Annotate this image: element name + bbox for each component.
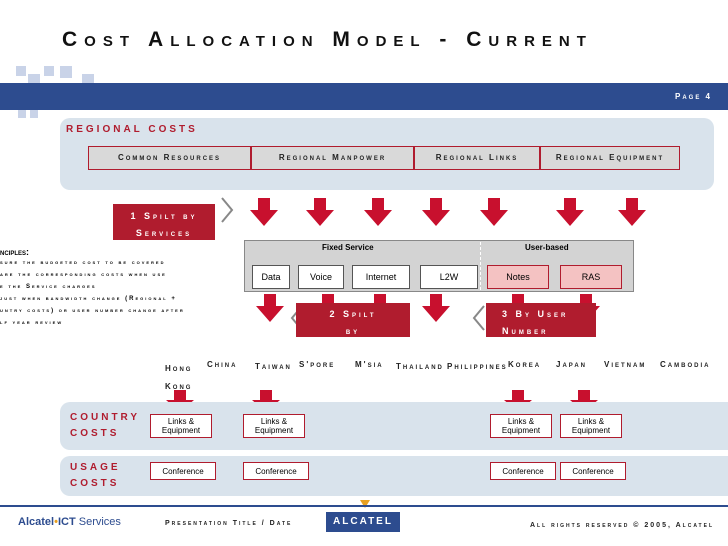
service-internet: Internet <box>352 265 410 289</box>
brand-alcatel: Alcatel <box>18 516 55 528</box>
principle-line: just when bandwidth change (Regional + <box>0 296 177 302</box>
regional-item-common-resources: Common Resources <box>88 146 251 170</box>
principle-line: e the Service charges <box>0 284 97 290</box>
user-based-label: User-based <box>525 243 569 252</box>
conference-taiwan: Conference <box>243 462 309 480</box>
links-equipment-japan: Links & Equipment <box>560 414 622 438</box>
fixed-service-label: Fixed Service <box>322 243 374 252</box>
page-title: Cost Allocation Model - Current <box>62 28 593 51</box>
service-l2w: L2W <box>420 265 478 289</box>
country-singapore: S'pore <box>299 360 336 369</box>
alcatel-ict-logo: Alcatel•ICT Services <box>18 516 121 528</box>
country-vietnam: Vietnam <box>604 360 647 369</box>
header-bar <box>0 83 728 110</box>
links-equipment-hong-kong: Links & Equipment <box>150 414 212 438</box>
presentation-title-date: Presentation Title / Date <box>165 520 293 527</box>
split-by-user-number-box: 3 By User Number <box>486 303 596 337</box>
services-divider <box>480 242 481 290</box>
brand-services: Services <box>78 516 121 528</box>
country-malaysia: M'sia <box>355 360 384 369</box>
brand-ict: ICT <box>57 516 76 528</box>
country-cambodia: Cambodia <box>660 360 711 369</box>
copyright: All rights reserved © 2005, Alcatel <box>529 522 714 529</box>
country-taiwan: Taiwan <box>255 362 292 371</box>
footer-divider <box>0 505 728 507</box>
principle-line: lf year review <box>0 320 64 326</box>
service-voice: Voice <box>298 265 344 289</box>
conference-japan: Conference <box>560 462 626 480</box>
principle-line: untry costs) or user number change after <box>0 308 185 314</box>
conference-korea: Conference <box>490 462 556 480</box>
principles-heading: nciples: <box>0 247 30 257</box>
country-china: China <box>207 360 238 369</box>
country-philippines: Philippines <box>447 362 508 371</box>
country-costs-label: COUNTRY COSTS <box>70 412 140 439</box>
service-data: Data <box>252 265 290 289</box>
usage-costs-label: USAGE COSTS <box>70 462 121 489</box>
links-equipment-taiwan: Links & Equipment <box>243 414 305 438</box>
regional-item-regional-links: Regional Links <box>414 146 540 170</box>
links-equipment-korea: Links & Equipment <box>490 414 552 438</box>
conference-hong-kong: Conference <box>150 462 216 480</box>
country-thailand: Thailand <box>396 362 444 371</box>
alcatel-logo: ALCATEL <box>326 512 400 532</box>
principle-line: sure the budgeted cost to be covered <box>0 260 166 266</box>
regional-item-regional-equipment: Regional Equipment <box>540 146 680 170</box>
split-by-bandwidth-box: 2 Spilt by Bandwidth <box>296 303 410 353</box>
service-notes: Notes <box>487 265 549 289</box>
split-by-services-box: 1 Spilt by Services <box>113 204 215 240</box>
regional-costs-label: REGIONAL COSTS <box>66 124 198 135</box>
page-number: Page 4 <box>674 92 712 101</box>
country-korea: Korea <box>508 360 542 369</box>
regional-item-regional-manpower: Regional Manpower <box>251 146 414 170</box>
principle-line: are the corresponding costs when use <box>0 272 167 278</box>
service-ras: RAS <box>560 265 622 289</box>
country-japan: Japan <box>556 360 588 369</box>
country-hong-kong: Hong Kong <box>165 364 193 391</box>
